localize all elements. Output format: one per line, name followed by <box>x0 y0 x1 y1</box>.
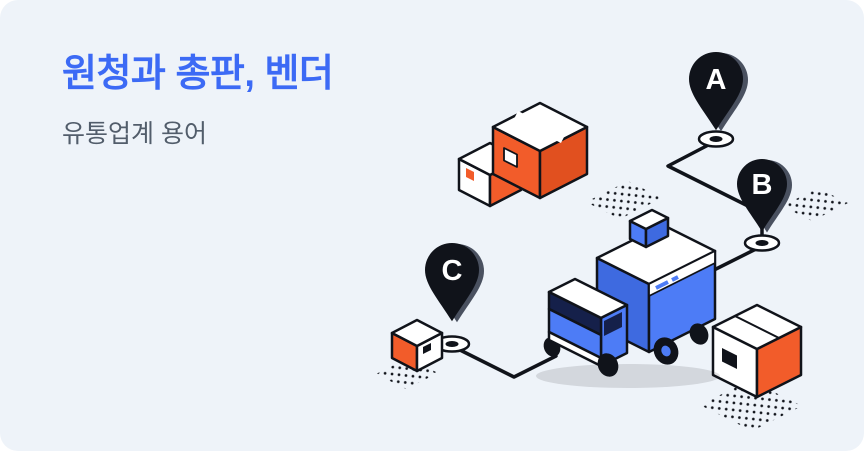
cab-side-window <box>604 312 622 336</box>
roof-parcel <box>628 208 670 249</box>
dots-patch-right <box>782 188 848 221</box>
delivery-truck <box>536 208 720 388</box>
package-boxes-top <box>457 101 589 208</box>
title-block: 원청과 총판, 벤더 유통업계 용어 <box>62 52 334 150</box>
pin-a-icon <box>689 52 743 131</box>
route-line-c-truck <box>450 344 558 379</box>
box-seam <box>734 315 780 339</box>
package-box-bottom-right <box>711 303 803 399</box>
dots-patch-bottom-right <box>700 380 802 431</box>
package-box-bottom-left <box>390 318 444 373</box>
page-title: 원청과 총판, 벤더 <box>62 53 334 95</box>
dots-patch-top <box>586 181 662 219</box>
pin-base-rings <box>433 130 781 353</box>
pin-base-ring-a <box>697 130 735 148</box>
map-pin-a: A <box>689 52 748 132</box>
pin-b-label: B <box>752 169 773 201</box>
pin-c-icon <box>425 243 479 322</box>
cargo-stripe <box>655 280 669 290</box>
map-pin-b: B <box>737 159 792 233</box>
box-label <box>722 348 737 369</box>
pin-c-label: C <box>442 255 463 287</box>
box-tape <box>513 110 566 144</box>
map-pins: A B C <box>425 52 792 323</box>
wheel-hub <box>661 345 671 357</box>
truck-cab <box>547 277 629 368</box>
map-pin-c: C <box>425 243 484 323</box>
truck-shadow <box>536 364 720 388</box>
package-box-large-top <box>491 101 589 200</box>
page-subtitle: 유통업계 용어 <box>62 119 207 148</box>
truck-wheel <box>689 323 709 345</box>
pin-base-ring-b <box>743 234 781 252</box>
cargo-stripe <box>671 275 679 282</box>
box-label <box>503 147 518 168</box>
box-label <box>423 343 431 354</box>
pin-a-label: A <box>706 64 727 96</box>
truck-wheel <box>597 353 619 377</box>
box-label <box>466 168 474 181</box>
pin-b-icon <box>737 159 787 232</box>
